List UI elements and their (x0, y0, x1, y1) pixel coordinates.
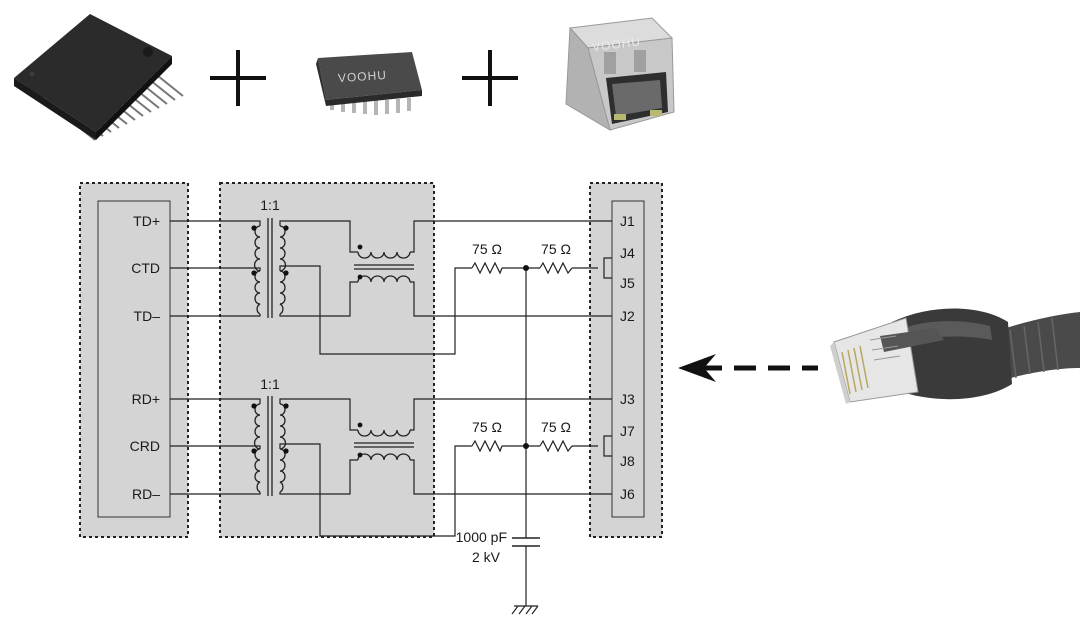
rj45-plug-illustration (830, 308, 1080, 404)
pin-j8: J8 (620, 453, 635, 469)
pin-j7: J7 (620, 423, 635, 439)
pin-j2: J2 (620, 308, 635, 324)
resistor-tx-right-value: 75 Ω (541, 241, 571, 257)
tx-dots (251, 225, 289, 276)
resistor-rx-right (539, 439, 573, 453)
resistor-rx-left (471, 439, 503, 453)
ground-symbol (511, 605, 539, 615)
choke-dots (357, 244, 363, 458)
resistors (471, 261, 573, 453)
rj45-jack-illustration: VOOHU (565, 17, 675, 132)
magnetics-module-illustration: VOOHU (316, 52, 422, 115)
pin-j3: J3 (620, 391, 635, 407)
tx-transformer (253, 218, 287, 318)
resistor-rx-right-value: 75 Ω (541, 419, 571, 435)
resistor-tx-left (471, 261, 503, 275)
resistor-tx-right (539, 261, 573, 275)
pin-label-crd: CRD (130, 438, 160, 454)
rx-ratio-label: 1:1 (260, 376, 280, 392)
rx-dots (251, 403, 289, 454)
capacitor-value: 1000 pF (456, 529, 507, 545)
pin-label-td-minus: TD– (134, 308, 161, 324)
junction-dots (523, 265, 529, 449)
magnetics-brand-text: VOOHU (337, 68, 387, 85)
pin-j6: J6 (620, 486, 635, 502)
pin-label-td-plus: TD+ (133, 213, 160, 229)
plug-direction-arrow (678, 354, 818, 382)
pin-label-ctd: CTD (131, 260, 160, 276)
capacitor-symbol (512, 537, 540, 547)
rx-transformer (253, 396, 287, 496)
pin-j5: J5 (620, 275, 635, 291)
tx-common-mode-choke (354, 251, 414, 283)
rx-common-mode-choke (354, 429, 414, 461)
pin-label-rd-minus: RD– (132, 486, 160, 502)
resistor-rx-left-value: 75 Ω (472, 419, 502, 435)
pin-label-rd-plus: RD+ (132, 391, 160, 407)
plus-sign-2 (462, 50, 518, 106)
magnetics-box (219, 182, 435, 538)
controller-pin-labels: TD+ CTD TD– RD+ CRD RD– (130, 213, 161, 502)
controller-inner (97, 200, 171, 518)
wiring (170, 220, 612, 606)
pin-j1: J1 (620, 213, 635, 229)
capacitor-rating: 2 kV (472, 549, 501, 565)
connector-inner (611, 200, 645, 518)
resistor-tx-left-value: 75 Ω (472, 241, 502, 257)
jack-brand-text: VOOHU (591, 34, 641, 54)
pin-j4: J4 (620, 245, 635, 261)
connector-pin-labels: J1 J4 J5 J2 J3 J7 J8 J6 (620, 213, 635, 502)
phy-chip-illustration (14, 14, 184, 141)
tx-ratio-label: 1:1 (260, 197, 280, 213)
plus-sign-1 (210, 50, 266, 106)
